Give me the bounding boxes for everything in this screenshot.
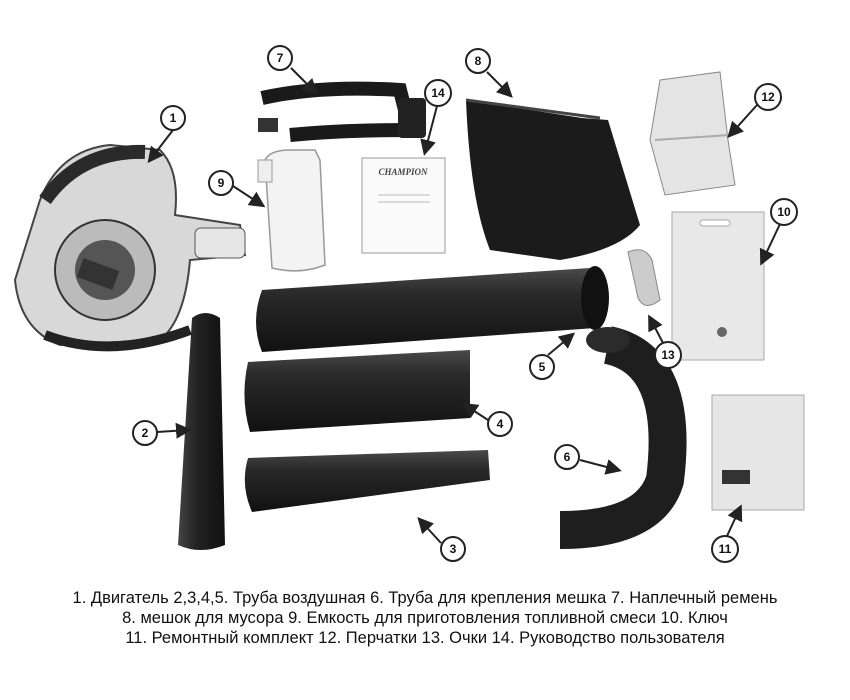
air-tube-4 xyxy=(244,350,470,432)
caption-line-1: 1. Двигатель 2,3,4,5. Труба воздушная 6.… xyxy=(72,589,778,607)
callout-13: 13 xyxy=(654,341,682,369)
parts-legend-caption: 1. Двигатель 2,3,4,5. Труба воздушная 6.… xyxy=(0,588,850,648)
callout-10: 10 xyxy=(770,198,798,226)
svg-text:4: 4 xyxy=(497,417,504,431)
leader-lines xyxy=(147,67,781,544)
svg-text:CHAMPION: CHAMPION xyxy=(378,167,428,177)
caption-line-3: 11. Ремонтный комплект 12. Перчатки 13. … xyxy=(125,629,725,647)
repair-kit-bag xyxy=(711,394,805,511)
svg-text:7: 7 xyxy=(277,51,284,65)
debris-bag xyxy=(465,98,640,260)
key-bag xyxy=(671,211,765,361)
callout-9: 9 xyxy=(208,170,234,196)
user-manual: CHAMPION xyxy=(361,157,446,254)
svg-text:5: 5 xyxy=(539,360,546,374)
callout-11: 11 xyxy=(711,535,739,563)
air-nozzle-3 xyxy=(244,450,490,512)
svg-text:10: 10 xyxy=(777,205,791,219)
svg-text:2: 2 xyxy=(142,426,149,440)
blower-engine xyxy=(13,143,247,352)
callout-4: 4 xyxy=(487,411,513,437)
caption-line-2: 8. мешок для мусора 9. Емкость для приго… xyxy=(122,609,728,627)
callout-2: 2 xyxy=(132,420,158,446)
callout-5: 5 xyxy=(529,354,555,380)
shoulder-strap xyxy=(258,81,426,142)
callout-7: 7 xyxy=(267,45,293,71)
gloves xyxy=(649,71,736,196)
callout-1: 1 xyxy=(160,105,186,131)
air-tube-2 xyxy=(178,313,225,550)
svg-text:9: 9 xyxy=(218,176,225,190)
callout-3: 3 xyxy=(440,536,466,562)
goggles xyxy=(627,249,661,306)
svg-text:3: 3 xyxy=(450,542,457,556)
air-tube-5 xyxy=(256,266,609,352)
svg-text:6: 6 xyxy=(564,450,571,464)
callout-8: 8 xyxy=(465,48,491,74)
svg-text:12: 12 xyxy=(761,90,775,104)
svg-text:11: 11 xyxy=(719,542,732,556)
svg-text:13: 13 xyxy=(661,348,675,362)
callout-14: 14 xyxy=(424,79,452,107)
fuel-mixing-container xyxy=(257,149,326,272)
svg-text:14: 14 xyxy=(431,86,445,100)
callout-12: 12 xyxy=(754,83,782,111)
callout-6: 6 xyxy=(554,444,580,470)
bag-connection-tube xyxy=(559,326,687,549)
parts-illustration: CHAMPION xyxy=(13,45,805,563)
svg-text:8: 8 xyxy=(475,54,482,68)
svg-text:1: 1 xyxy=(170,111,177,125)
